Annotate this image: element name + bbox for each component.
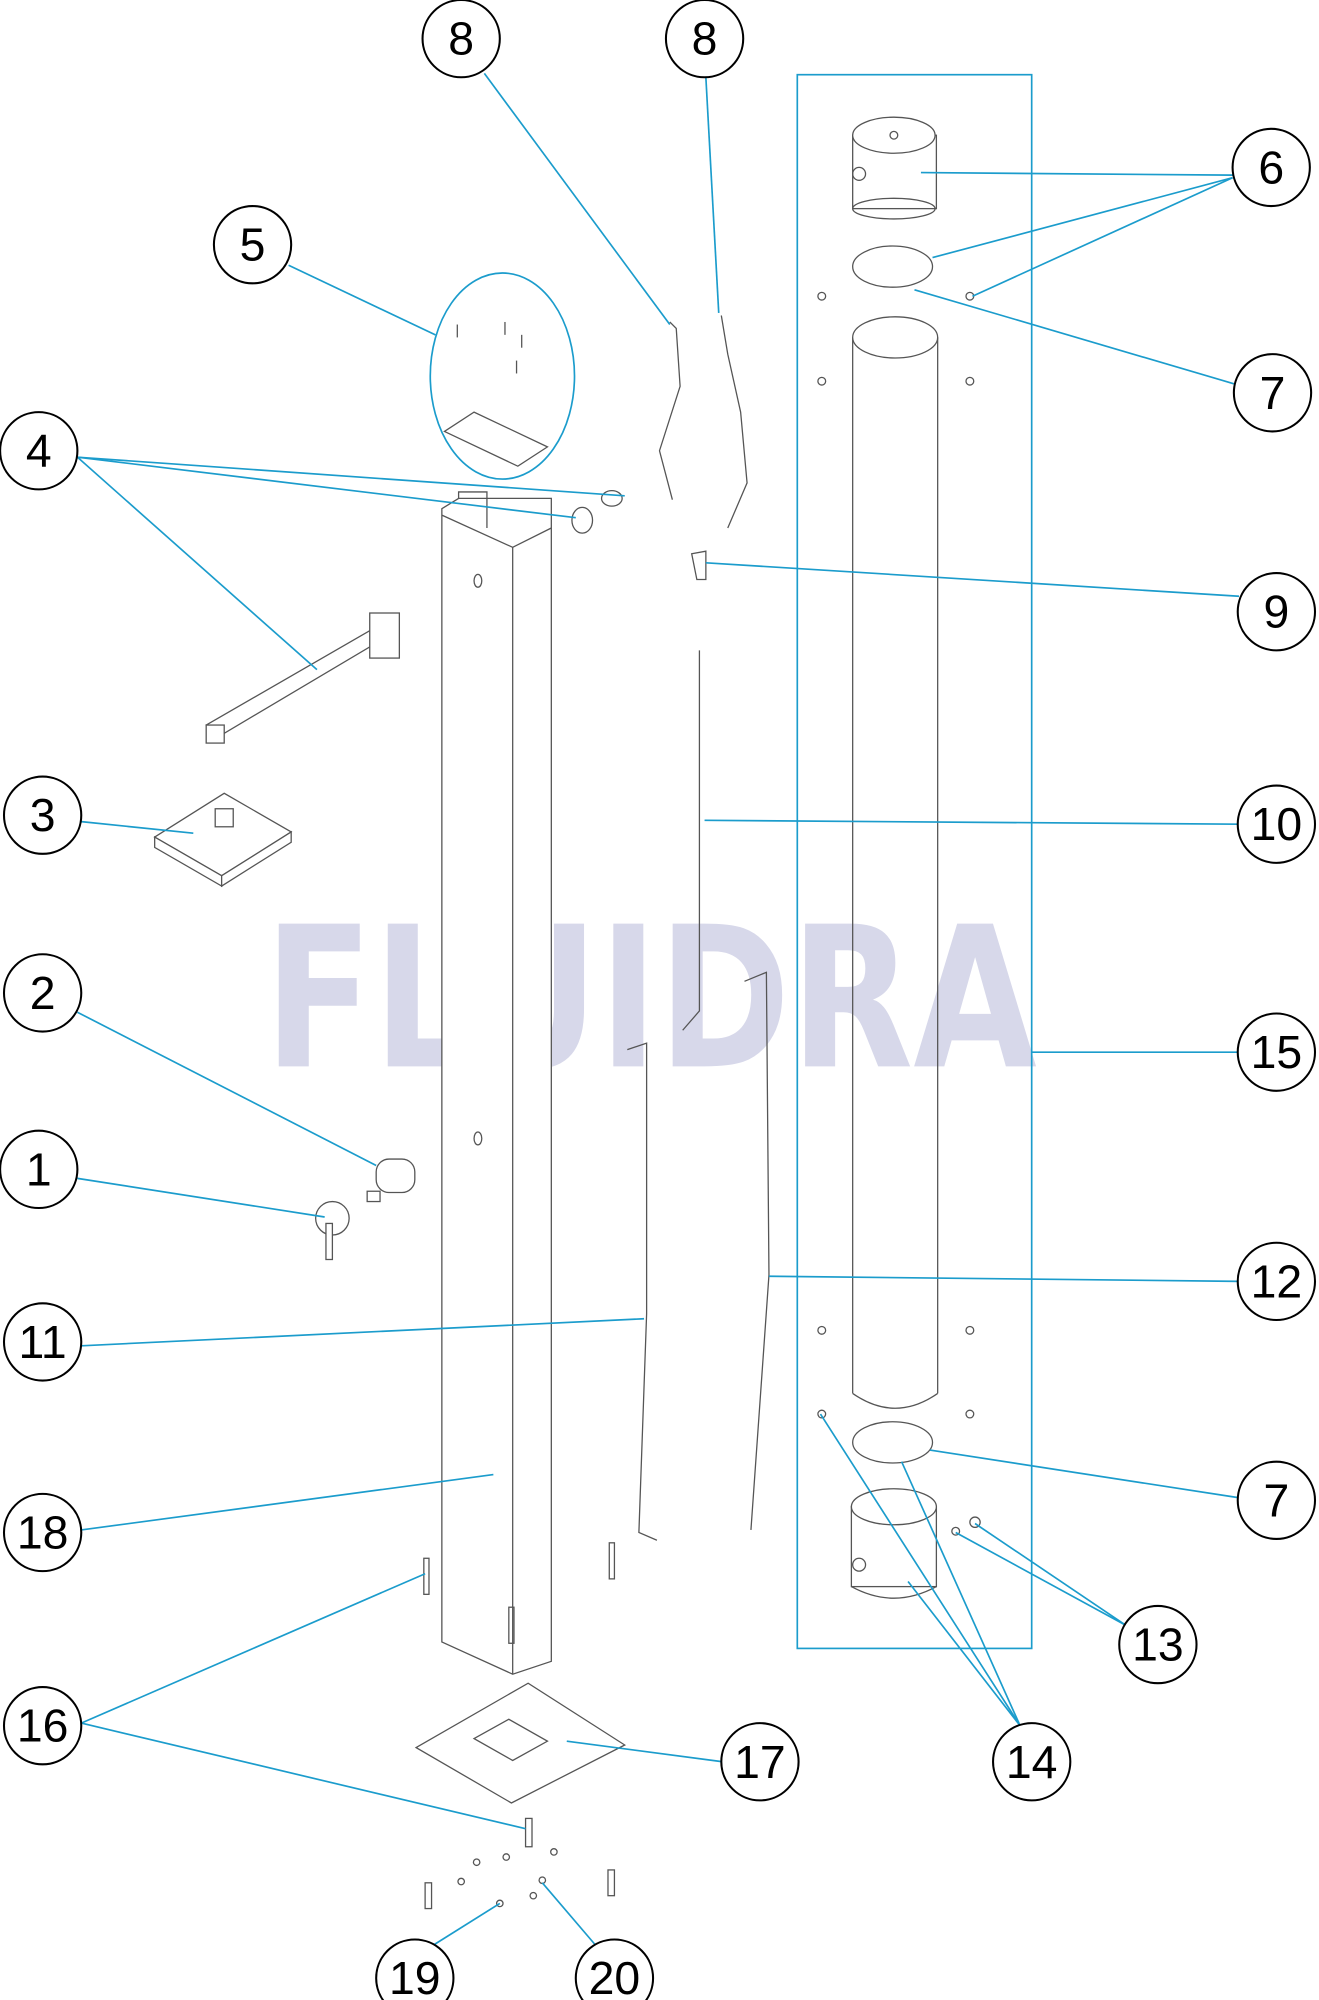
callout-17: 17 [720,1722,800,1802]
svg-text:14: 14 [1006,1736,1058,1788]
pipe-12 [744,971,770,1530]
svg-text:13: 13 [1132,1619,1184,1671]
leader-lines [76,72,1240,1946]
callout-7: 7 [1232,353,1313,433]
callout-12: 12 [1236,1241,1317,1322]
pipe-10 [682,650,701,1031]
callout-4: 4 [0,411,79,491]
callout-14: 14 [992,1722,1072,1802]
svg-text:8: 8 [448,13,474,65]
bottom-cap-14 [850,1488,938,1599]
svg-text:19: 19 [389,1952,441,2000]
svg-text:10: 10 [1251,798,1303,850]
callout-8: 8 [421,0,501,79]
callout-13: 13 [1118,1604,1198,1685]
fluidra-watermark: FLUIDRA [264,885,1037,1113]
svg-text:17: 17 [734,1736,786,1788]
svg-text:2: 2 [30,967,56,1019]
callout-1: 1 [0,1129,79,1210]
kit-5 [429,272,576,480]
svg-text:20: 20 [589,1952,641,2000]
cylinder-15 [852,316,939,1409]
callout-10: 10 [1236,784,1317,864]
svg-text:15: 15 [1251,1026,1303,1078]
shower-head-3 [153,792,293,888]
pipe-8b [720,315,748,529]
callout-5: 5 [212,205,293,285]
svg-text:7: 7 [1263,1474,1289,1526]
small-screws [817,291,981,1536]
svg-text:1: 1 [26,1143,52,1195]
svg-text:7: 7 [1260,367,1286,419]
callout-2: 2 [2,953,83,1033]
pipe-8a [658,321,681,500]
top-cap-6 [852,116,938,220]
column-18 [441,491,552,1675]
callout-7: 7 [1236,1460,1317,1540]
callout-18: 18 [2,1492,83,1573]
callout-6: 6 [1231,127,1311,208]
svg-text:8: 8 [692,13,718,65]
svg-text:12: 12 [1251,1255,1303,1307]
callout-3: 3 [2,775,83,855]
callout-11: 11 [2,1302,83,1382]
pipe-11 [627,1042,658,1541]
svg-text:3: 3 [30,789,56,841]
valve-body-2 [366,1158,416,1203]
tee-9 [690,550,707,581]
svg-text:18: 18 [17,1507,69,1559]
o-ring-7-top [852,245,934,288]
svg-text:16: 16 [17,1700,69,1752]
handle-1 [315,1200,350,1261]
shower-arm-4 [205,612,401,744]
washers-4 [571,490,623,534]
callout-8: 8 [664,0,745,79]
svg-text:5: 5 [240,219,266,271]
svg-text:6: 6 [1258,141,1284,193]
svg-text:11: 11 [19,1316,67,1368]
assembly-frame [796,73,1033,1650]
o-ring-7-bottom [852,1421,934,1464]
svg-text:9: 9 [1263,586,1289,638]
svg-text:4: 4 [26,425,52,477]
callout-19: 19 [375,1938,455,2000]
base-plate-17 [414,1682,627,1804]
callout-9: 9 [1236,572,1317,652]
callout-16: 16 [2,1686,83,1766]
callout-15: 15 [1236,1012,1317,1092]
callout-20: 20 [574,1938,655,2000]
